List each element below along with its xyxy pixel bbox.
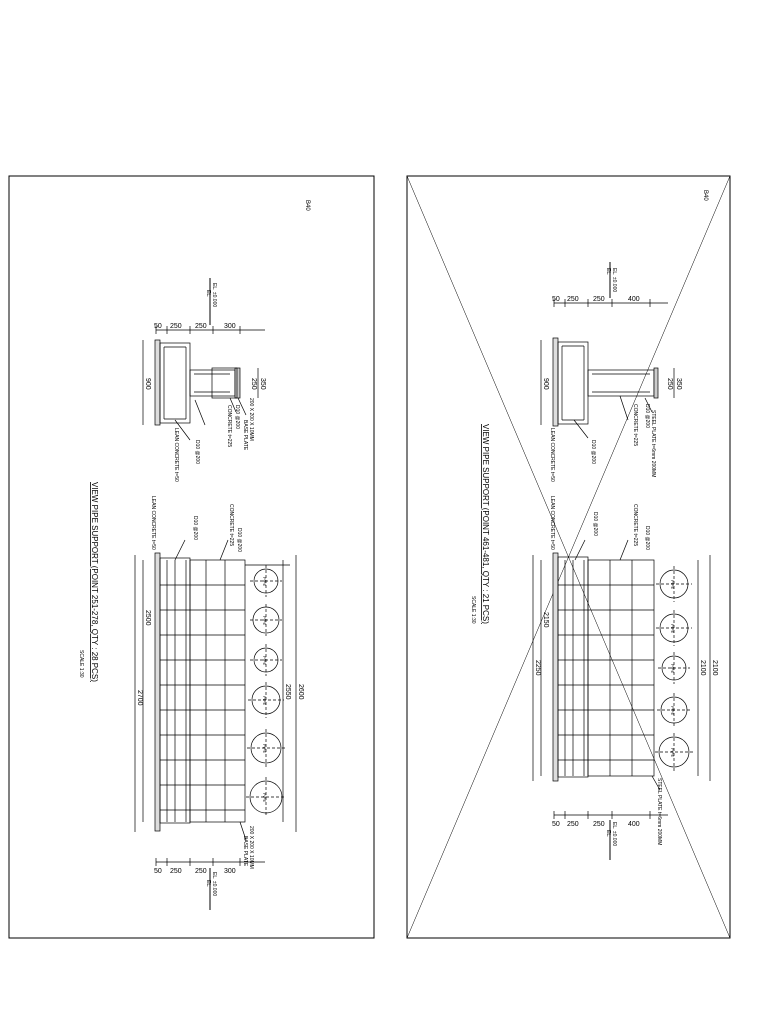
left-elev-level: EL. ±0.000 (211, 872, 217, 896)
right-section-texts: 50 250 250 400 900 350 250 EL. ±0.000 EL… (542, 268, 682, 482)
right-pipe-label-4: PIPE (670, 748, 675, 757)
right-sheet: B40 50 250 250 400 900 350 250 (406, 175, 731, 939)
left-sec-dim-3: 300 (224, 323, 236, 330)
left-elev-dim-0: 50 (154, 868, 162, 875)
right-elev-dim-1: 250 (567, 821, 579, 828)
left-elev-dim-1: 250 (170, 868, 182, 875)
left-elev-dim-right-1: 2550 (284, 684, 291, 700)
right-corner-label: B40 (702, 190, 708, 201)
right-view-title: VIEW PIPE SUPPORT (POINT 461-481, QTY : … (481, 424, 490, 624)
left-sec-dim-height: 900 (144, 378, 151, 390)
right-elev-label-3: D10 @200 (644, 526, 650, 550)
left-elev-level-sub: EL. (205, 880, 211, 888)
right-elev-label-2: CONCRETE t=225 (632, 504, 638, 546)
right-sec-dim-height: 900 (542, 378, 549, 390)
right-sec-dim-col-0: 350 (675, 378, 682, 390)
left-elev-label-4: BASE PLATE (242, 836, 248, 867)
left-sec-level-sub: EL. (205, 290, 211, 298)
left-elev-label-3: D10 @200 (236, 528, 242, 552)
left-section-view (142, 278, 265, 441)
left-view-title: VIEW PIPE SUPPORT (POINT 251-278, QTY : … (90, 482, 99, 682)
left-pipe-label-5: PIPE (262, 793, 267, 802)
right-sec-label-3: D10 @200 (644, 404, 650, 428)
left-pipe-label-0: PIPE (262, 577, 267, 586)
left-elev-label-1: D10 @200 (192, 516, 198, 540)
right-elev-dim-total: 2250 (534, 660, 541, 676)
right-sec-level: EL. ±0.000 (611, 268, 617, 292)
left-sheet: B40 (8, 175, 375, 939)
right-elevation-texts: 2250 2150 2100 2100 50 250 250 400 EL. ±… (534, 496, 718, 846)
left-sec-dim-col-1: 250 (250, 378, 257, 390)
left-sec-label-1: D10 @200 (194, 440, 200, 464)
left-elev-label-5: 200 X 200 X 10MM (248, 826, 254, 869)
left-sec-label-4: BASE PLATE (242, 420, 248, 451)
right-sheet-border (406, 175, 731, 939)
left-elev-dim-2: 250 (195, 868, 207, 875)
right-sec-dim-col-1: 250 (666, 378, 673, 390)
right-elev-level-sub: EL. (605, 830, 611, 838)
right-section-view (540, 262, 675, 439)
left-elev-label-2: CONCRETE t=225 (228, 504, 234, 546)
left-elev-dim-right-2: 2600 (297, 684, 304, 700)
right-elev-level: EL. ±0.000 (611, 822, 617, 846)
right-pipe-label-1: PIPE (670, 624, 675, 633)
right-sec-dim-1: 250 (567, 296, 579, 303)
left-sec-level: EL. ±0.000 (211, 283, 217, 307)
left-pipe-label-2: PIPE (262, 656, 267, 665)
right-view-scale: SCALE 1:30 (470, 596, 476, 624)
right-pipe-label-0: PIPE (670, 580, 675, 589)
left-sec-label-0: LEAN CONCRETE t=50 (173, 428, 179, 482)
left-sec-dim-0: 50 (154, 323, 162, 330)
right-elev-dim-right-1: 2100 (699, 660, 706, 676)
right-pipe-label-3: PIPE (670, 706, 675, 715)
right-elev-dim-right-2: 2100 (711, 660, 718, 676)
right-sec-label-1: D10 @200 (590, 440, 596, 464)
left-elev-dim-total: 2700 (136, 690, 143, 706)
left-section-texts: 50 250 250 300 900 350 250 EL. ±0.000 EL… (144, 283, 266, 482)
left-pipe-label-1: PIPE (262, 616, 267, 625)
left-corner-label: B40 (304, 200, 310, 211)
right-elev-label-4: STEEL PLATE t=6mm 200MM (656, 778, 662, 845)
left-sec-dim-1: 250 (170, 323, 182, 330)
left-elevation-texts: 2700 2500 2550 2600 50 250 250 300 EL. ±… (136, 496, 304, 896)
left-sheet-border (8, 175, 375, 939)
right-sec-dim-2: 250 (593, 296, 605, 303)
right-sec-dim-0: 50 (552, 296, 560, 303)
right-elev-label-0: LEAN CONCRETE t=50 (549, 496, 555, 550)
right-sec-label-2: CONCRETE t=225 (632, 404, 638, 446)
right-elev-dim-0: 50 (552, 821, 560, 828)
left-sec-label-3: D10 @200 (234, 405, 240, 429)
right-elevation-view (532, 539, 711, 860)
right-pipe-label-2: PIPE (670, 664, 675, 673)
left-sec-dim-2: 250 (195, 323, 207, 330)
right-sec-level-sub: EL. (605, 268, 611, 276)
left-view-scale: SCALE 1:30 (78, 650, 84, 678)
left-elev-dim-inner: 2500 (144, 610, 151, 626)
right-elev-dim-inner: 2150 (542, 612, 549, 628)
right-elev-dim-2: 250 (593, 821, 605, 828)
left-sec-dim-col-0: 350 (259, 378, 266, 390)
right-sec-dim-3: 400 (628, 296, 640, 303)
right-elev-label-1: D10 @200 (592, 512, 598, 536)
right-elev-dim-3: 400 (628, 821, 640, 828)
left-elevation-view (134, 539, 297, 910)
right-sec-label-0: LEAN CONCRETE t=50 (549, 428, 555, 482)
right-sec-label-4: STEEL PLATE t=6mm 200MM (650, 410, 656, 477)
left-elev-label-0: LEAN CONCRETE t=50 (150, 496, 156, 550)
left-sec-label-5: 200 X 200 X 10MM (248, 398, 254, 441)
left-sec-label-2: CONCRETE t=225 (226, 405, 232, 447)
left-pipe-label-4: PIPE (262, 744, 267, 753)
left-elev-dim-3: 300 (224, 868, 236, 875)
left-pipe-label-3: PIPE (262, 696, 267, 705)
